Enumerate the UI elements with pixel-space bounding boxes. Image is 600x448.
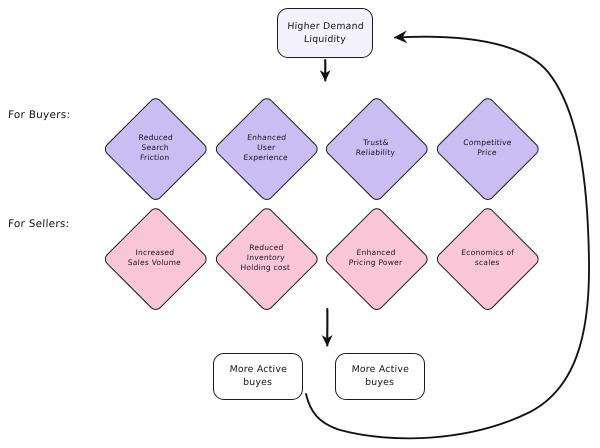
node-enhanced-user-experience[interactable]: Enhanced User Experience: [213, 95, 321, 203]
node-increased-sales-volume[interactable]: Increased Sales Volume: [102, 205, 210, 313]
node-enhanced-pricing-power[interactable]: Enhanced Pricing Power: [323, 205, 431, 313]
node-more-active-buyers-left[interactable]: More Active buyes: [213, 353, 303, 400]
node-label: Competitive Price: [462, 137, 512, 157]
node-reduced-inventory-holding-cost[interactable]: Reduced Inventory Holding cost: [213, 205, 321, 313]
node-label: Higher Demand Liquidity: [286, 20, 364, 45]
node-label: Reduced Inventory Holding cost: [240, 242, 291, 273]
node-economics-of-scales[interactable]: Economics of scales: [434, 205, 542, 313]
node-reduced-search-friction[interactable]: Reduced Search Friction: [102, 95, 210, 203]
node-higher-demand-liquidity[interactable]: Higher Demand Liquidity: [277, 8, 373, 58]
node-label: Economics of scales: [460, 247, 514, 267]
node-label: Enhanced User Experience: [243, 132, 288, 163]
node-competitive-price[interactable]: Competitive Price: [434, 95, 542, 203]
node-label: Enhanced Pricing Power: [348, 247, 403, 267]
node-label: Trust& Reliability: [355, 137, 396, 157]
node-trust-reliability[interactable]: Trust& Reliability: [323, 95, 431, 203]
row-label-for-buyers: For Buyers:: [7, 109, 71, 121]
row-label-for-sellers: For Sellers:: [7, 218, 70, 230]
node-label: More Active buyes: [229, 364, 288, 388]
node-label: Increased Sales Volume: [127, 247, 182, 267]
node-more-active-buyers-right[interactable]: More Active buyes: [335, 353, 425, 400]
node-label: More Active buyes: [351, 364, 410, 388]
node-label: Reduced Search Friction: [138, 132, 173, 163]
